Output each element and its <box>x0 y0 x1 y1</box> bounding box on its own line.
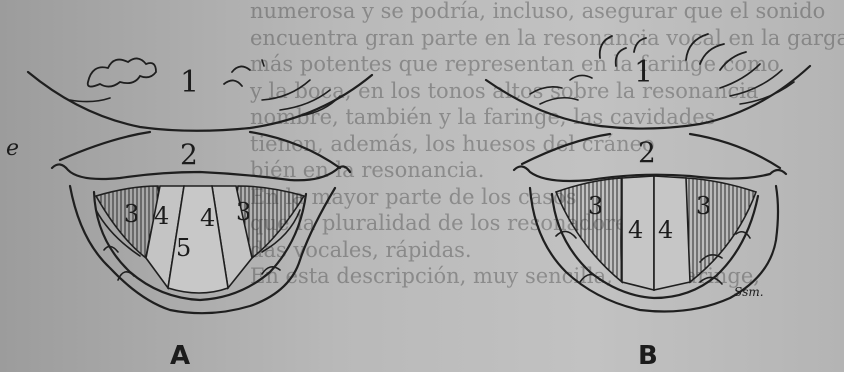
figure-a-texture <box>88 58 156 86</box>
figure-a-label-4-right: 4 <box>200 204 215 232</box>
figure-a-label-4-left: 4 <box>154 202 169 230</box>
figure-b-fold-3-right <box>684 178 756 282</box>
figure-a-epiglottis-sides <box>60 132 340 168</box>
figure-b-label-3-left: 3 <box>588 192 603 220</box>
figure-b-label-2: 2 <box>638 136 656 169</box>
figure-a-label-3-left: 3 <box>124 200 139 228</box>
figure-b-texture <box>530 75 592 104</box>
figure-b-signature: Ssm. <box>734 285 764 299</box>
figure-a-texture <box>262 80 340 116</box>
figure-b-label-4-left: 4 <box>628 216 643 244</box>
margin-mark: e <box>6 136 19 161</box>
figure-a <box>28 58 372 313</box>
figure-b-label-4-right: 4 <box>658 216 673 244</box>
figure-a-epiglottis-bottom <box>52 164 350 180</box>
figure-a-label-5: 5 <box>176 234 191 262</box>
figure-b-texture <box>686 34 746 70</box>
figure-a-texture <box>224 66 250 86</box>
figure-a-caption: A <box>170 341 190 371</box>
figure-b-caption: B <box>638 341 658 371</box>
figure-b-label-3-right: 3 <box>696 192 711 220</box>
figure-a-label-2: 2 <box>180 138 198 171</box>
figure-b-label-1: 1 <box>634 55 653 90</box>
figure-b-texture <box>720 64 794 104</box>
figure-a-label-1: 1 <box>180 65 199 100</box>
figure-a-label-3-right: 3 <box>236 198 251 226</box>
